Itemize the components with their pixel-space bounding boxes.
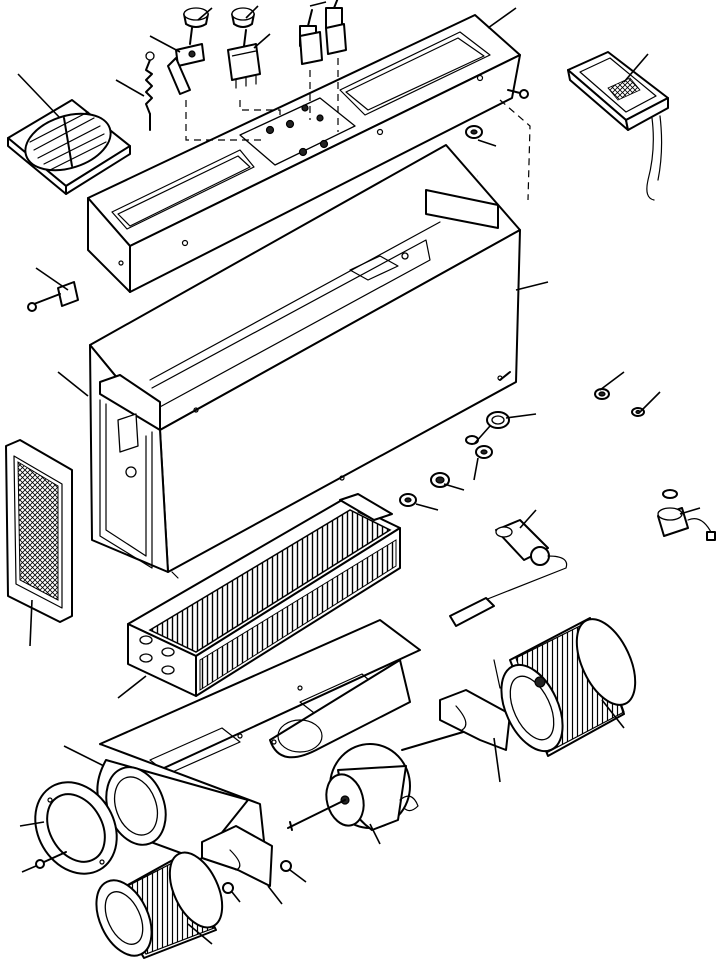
air-filter-frame [6, 440, 72, 622]
blower-motor [288, 730, 470, 830]
blower-wheel-left [85, 844, 232, 961]
spring-connector [146, 52, 154, 130]
motor-bracket-left [202, 826, 272, 886]
grommets-and-fasteners [36, 90, 677, 893]
control-panel-housing [88, 15, 520, 292]
mounting-bracket [28, 282, 78, 311]
assembly-guide-lines [186, 58, 530, 200]
heater-case [90, 145, 520, 578]
louver-vent [8, 100, 130, 194]
heater-core [128, 494, 400, 696]
motor-bracket-right [440, 690, 510, 750]
remote-switch-box [568, 52, 668, 200]
blower-housing [96, 620, 420, 860]
thermostat-switch [658, 508, 715, 540]
orifice-ring [19, 767, 133, 888]
blower-wheel-right [489, 610, 647, 761]
callout-leaders [18, 2, 700, 944]
toggle-switches [168, 24, 346, 94]
water-valve [450, 520, 567, 626]
